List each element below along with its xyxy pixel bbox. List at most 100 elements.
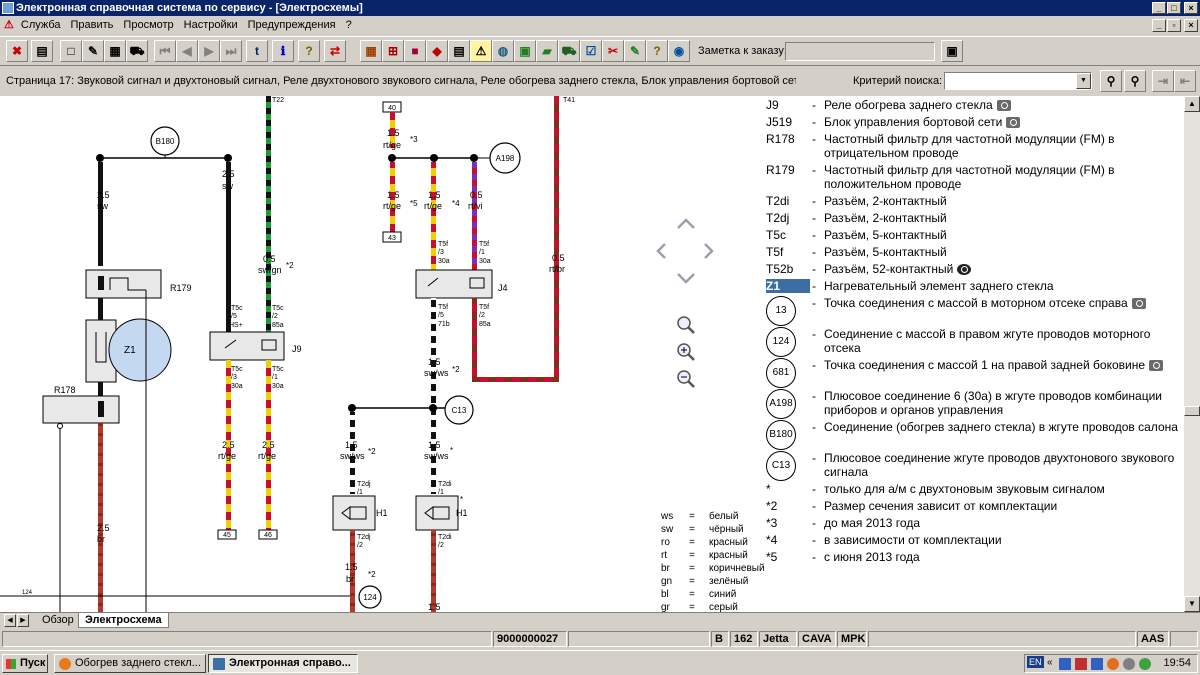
notes-icon[interactable]: ▤ <box>448 40 470 62</box>
edit-document-icon[interactable]: ✎ <box>82 40 104 62</box>
schematic-view[interactable]: B180 2.5 sw R179 Z1 R178 <box>0 96 1184 612</box>
scroll-down-icon[interactable]: ▼ <box>1184 596 1200 612</box>
ground-point-code[interactable]: B180 <box>766 420 796 450</box>
mdi-minimize-icon[interactable]: _ <box>1152 19 1166 32</box>
legend-item[interactable]: R178-Частотный фильтр для частотной моду… <box>766 132 1184 160</box>
legend-ground-item[interactable]: 13-Точка соединения с массой в моторном … <box>766 296 1184 326</box>
warning-menu-icon[interactable]: ⚠ <box>4 19 14 31</box>
legend-code[interactable]: J519 <box>766 115 793 129</box>
scroll-thumb[interactable] <box>1184 406 1200 416</box>
legend-item[interactable]: T5f-Разъём, 5-контактный <box>766 245 1184 259</box>
new-document-icon[interactable]: □ <box>60 40 82 62</box>
network2-icon[interactable] <box>1091 658 1103 670</box>
stop-icon[interactable]: ✖ <box>6 40 28 62</box>
legend-code[interactable]: T2di <box>766 194 790 208</box>
book-green-icon[interactable]: ▰ <box>536 40 558 62</box>
legend-ground-item[interactable]: 681-Точка соединения с массой 1 на право… <box>766 358 1184 388</box>
camera-icon[interactable] <box>996 100 1011 112</box>
task-service-app[interactable]: Электронная справо... <box>208 654 358 673</box>
prev-page-icon[interactable]: ◀ <box>176 40 198 62</box>
checklist-icon[interactable]: ☑ <box>580 40 602 62</box>
legend-code[interactable]: J9 <box>766 98 779 112</box>
legend-code[interactable]: Z1 <box>766 279 810 293</box>
print-icon[interactable]: ▤ <box>31 40 53 62</box>
mdi-restore-icon[interactable]: ▫ <box>1167 19 1181 32</box>
last-page-icon[interactable]: ⏭ <box>220 40 242 62</box>
status-icon[interactable] <box>1139 658 1151 670</box>
task-browser[interactable]: Обогрев заднего стекл... <box>54 654 206 673</box>
tab-next-icon[interactable]: ▶ <box>17 614 29 627</box>
security-icon[interactable] <box>1075 658 1087 670</box>
ground-point-code[interactable]: 124 <box>766 327 796 357</box>
sound-icon[interactable] <box>1123 658 1135 670</box>
jump-icon[interactable]: t <box>246 40 268 62</box>
zoom-in-icon[interactable] <box>677 343 695 361</box>
update-icon[interactable] <box>1107 658 1119 670</box>
tray-expand-icon[interactable]: « <box>1047 657 1053 668</box>
next-hit-icon[interactable]: ⇥ <box>1152 70 1174 92</box>
zoom-out-icon[interactable] <box>677 370 695 388</box>
grid-icon[interactable]: ⊞ <box>382 40 404 62</box>
close-icon[interactable]: × <box>1184 2 1198 14</box>
legend-item[interactable]: R179-Частотный фильтр для частотной моду… <box>766 163 1184 191</box>
network-icon[interactable] <box>1059 658 1071 670</box>
menu-service[interactable]: Служба <box>20 19 61 31</box>
legend-ground-item[interactable]: 124-Соединение с массой в правом жгуте п… <box>766 327 1184 357</box>
tools-icon[interactable]: ✂ <box>602 40 624 62</box>
warning-icon[interactable]: ⚠ <box>470 40 492 62</box>
legend-item[interactable]: J519-Блок управления бортовой сети <box>766 115 1184 129</box>
tab-wiring[interactable]: Электросхема <box>78 613 169 628</box>
document-list-icon[interactable]: ▦ <box>104 40 126 62</box>
tab-prev-icon[interactable]: ◀ <box>4 614 16 627</box>
legend-code[interactable]: T2dj <box>766 211 790 225</box>
language-indicator[interactable]: EN <box>1027 656 1044 668</box>
start-button[interactable]: Пуск <box>2 654 48 673</box>
first-page-icon[interactable]: ⏮ <box>154 40 176 62</box>
legend-item[interactable]: T52b-Разъём, 52-контактный <box>766 262 1184 276</box>
menu-edit[interactable]: Править <box>70 19 114 31</box>
ground-point-code[interactable]: A198 <box>766 389 796 419</box>
legend-code[interactable]: R178 <box>766 132 795 146</box>
menu-view[interactable]: Просмотр <box>123 19 174 31</box>
tab-overview[interactable]: Обзор <box>42 614 74 626</box>
camera-icon[interactable] <box>1006 117 1021 129</box>
menu-warnings[interactable]: Предупреждения <box>247 19 336 31</box>
menu-settings[interactable]: Настройки <box>183 19 238 31</box>
legend-item[interactable]: J9-Реле обогрева заднего стекла <box>766 98 1184 112</box>
tree-icon[interactable]: ▣ <box>514 40 536 62</box>
legend-code[interactable]: T5f <box>766 245 784 259</box>
legend-item[interactable]: Z1-Нагревательный элемент заднего стекла <box>766 279 1184 293</box>
legend-ground-item[interactable]: C13-Плюсовое соединение жгуте проводов д… <box>766 451 1184 481</box>
legend-item[interactable]: T2di-Разъём, 2-контактный <box>766 194 1184 208</box>
zoom-fit-icon[interactable] <box>677 316 695 334</box>
search-forward-icon[interactable]: ⚲ <box>1100 70 1122 92</box>
help-icon[interactable]: ? <box>298 40 320 62</box>
ground-point-code[interactable]: 681 <box>766 358 796 388</box>
next-page-icon[interactable]: ▶ <box>198 40 220 62</box>
manual-icon[interactable]: ◆ <box>426 40 448 62</box>
info-icon[interactable]: ℹ <box>272 40 294 62</box>
legend-item[interactable]: T5c-Разъём, 5-контактный <box>766 228 1184 242</box>
minimize-icon[interactable]: _ <box>1152 2 1166 14</box>
vehicle-icon[interactable]: ⛟ <box>126 40 148 62</box>
prev-hit-icon[interactable]: ⇤ <box>1174 70 1196 92</box>
search-criteria-select[interactable]: ▼ <box>944 72 1092 90</box>
pan-control[interactable] <box>656 218 714 284</box>
edit-green-icon[interactable]: ✎ <box>624 40 646 62</box>
legend-code[interactable]: T5c <box>766 228 787 242</box>
menu-help[interactable]: ? <box>345 19 352 31</box>
legend-code[interactable]: R179 <box>766 163 795 177</box>
search-back-icon[interactable]: ⚲ <box>1124 70 1146 92</box>
camera-icon[interactable] <box>1149 360 1164 372</box>
connector-icon[interactable] <box>957 264 972 276</box>
ground-point-code[interactable]: C13 <box>766 451 796 481</box>
legend-code[interactable]: T52b <box>766 262 794 276</box>
legend-item[interactable]: T2dj-Разъём, 2-контактный <box>766 211 1184 225</box>
mdi-close-icon[interactable]: × <box>1184 19 1198 32</box>
order-note-input[interactable] <box>785 42 935 61</box>
flag-icon[interactable]: ◉ <box>668 40 690 62</box>
car-green-icon[interactable]: ⛟ <box>558 40 580 62</box>
chevron-down-icon[interactable]: ▼ <box>1076 73 1091 89</box>
note-edit-icon[interactable]: ▣ <box>941 40 963 62</box>
scroll-up-icon[interactable]: ▲ <box>1184 96 1200 112</box>
